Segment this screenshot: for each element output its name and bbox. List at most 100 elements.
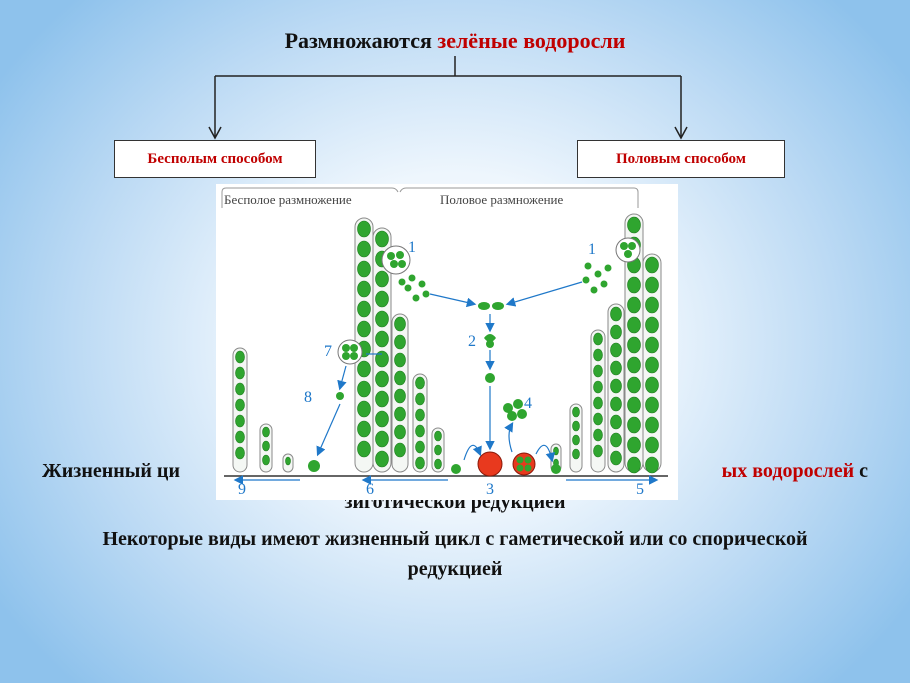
filament-cell: [357, 300, 371, 318]
filament-cell: [593, 412, 603, 426]
filament-cell: [357, 320, 371, 338]
filament-cell: [394, 370, 406, 386]
filament-cell: [375, 290, 389, 308]
filament-cell: [394, 316, 406, 332]
sporangium-7: [337, 339, 363, 365]
filament-cell: [610, 414, 622, 430]
filament-cell: [394, 424, 406, 440]
filament-cell: [262, 426, 270, 438]
num-1-right: 1: [588, 241, 596, 258]
lifecycle-diagram: Бесполое размножение Половое размножение: [221, 187, 668, 498]
filament-cell: [375, 370, 389, 388]
filament-cell: [357, 220, 371, 238]
sexual-box: Половым способом: [577, 140, 785, 178]
fig-header-asexual: Бесполое размножение: [224, 192, 352, 207]
num-8: 8: [304, 389, 312, 406]
lifecycle-line1: Жизненный ци ых водорослей с: [0, 456, 910, 487]
fig-header-sexual: Половое размножение: [440, 192, 564, 207]
gametes-right: [582, 262, 612, 294]
filament-cell: [627, 436, 641, 454]
filament-cell: [394, 334, 406, 350]
filament-cell: [593, 444, 603, 458]
filament-cell: [375, 330, 389, 348]
lifecycle-highlight: ых водорослей: [721, 460, 855, 482]
filament-cell: [375, 350, 389, 368]
filament-cell: [645, 436, 659, 454]
filament-cell: [627, 276, 641, 294]
filament-cell: [572, 406, 580, 418]
num-9: 9: [238, 481, 246, 498]
filament-cell: [235, 350, 245, 364]
filament-cell: [593, 364, 603, 378]
filament-cell: [357, 280, 371, 298]
filament-cell: [610, 378, 622, 394]
zoospore-8: [336, 392, 344, 400]
filament-cell: [434, 458, 442, 470]
filament-cell: [415, 440, 425, 454]
filament-cell: [235, 398, 245, 412]
num-6: 6: [366, 481, 374, 498]
filament-cell: [235, 382, 245, 396]
filament-cell: [627, 216, 641, 234]
filament-cell: [627, 396, 641, 414]
filament-cell: [235, 366, 245, 380]
num-2: 2: [468, 333, 476, 350]
filament-cell: [610, 342, 622, 358]
gametes-left: [398, 274, 430, 302]
filament-cell: [394, 352, 406, 368]
title-highlight: зелёные водоросли: [437, 28, 626, 53]
filament-cell: [434, 444, 442, 456]
filament-cell: [262, 454, 270, 466]
filament-cell: [553, 446, 559, 456]
num-3: 3: [486, 481, 494, 498]
filament-4: [372, 227, 392, 473]
filament-cell: [572, 434, 580, 446]
asexual-box: Бесполым способом: [114, 140, 316, 178]
filament-cell: [627, 296, 641, 314]
filament-cell: [375, 270, 389, 288]
filament-cell: [415, 424, 425, 438]
filament-cell: [593, 348, 603, 362]
filament-cell: [627, 376, 641, 394]
num-7: 7: [324, 343, 332, 360]
filament-cell: [593, 380, 603, 394]
zygote: [477, 451, 503, 477]
title-prefix: Размножаются: [284, 28, 438, 53]
filament-cell: [357, 380, 371, 398]
filament-cell: [394, 442, 406, 458]
filaments-group: [232, 213, 662, 474]
filament-cell: [375, 390, 389, 408]
filament-cell: [415, 408, 425, 422]
sporangium-right: [615, 237, 641, 263]
filament-cell: [610, 450, 622, 466]
filament-cell: [627, 416, 641, 434]
lifecycle-figure: Бесполое размножение Половое размножение: [216, 184, 678, 500]
filament-cell: [610, 306, 622, 322]
filament-cell: [645, 296, 659, 314]
germling-left: [451, 464, 461, 474]
fusing-gametes: [478, 302, 504, 383]
filament-cell: [593, 396, 603, 410]
sporangium-left: [381, 245, 411, 275]
filament-cell: [627, 456, 641, 474]
filament-cell: [627, 356, 641, 374]
filament-cell: [375, 230, 389, 248]
filament-cell: [645, 356, 659, 374]
filament-cell: [645, 456, 659, 474]
filament-cell: [357, 260, 371, 278]
filament-cell: [415, 376, 425, 390]
filament-cell: [572, 448, 580, 460]
filament-cell: [235, 446, 245, 460]
filament-cell: [627, 336, 641, 354]
filament-cell: [645, 336, 659, 354]
num-4: 4: [524, 395, 532, 412]
filament-cell: [357, 240, 371, 258]
zygote-dividing: [512, 452, 536, 476]
filament-cell: [357, 420, 371, 438]
cycle-arrows: [233, 281, 659, 485]
filament-cell: [415, 456, 425, 470]
germling-right: [551, 464, 561, 474]
filament-cell: [357, 360, 371, 378]
branch-connector: [208, 56, 688, 140]
filament-cell: [610, 396, 622, 412]
